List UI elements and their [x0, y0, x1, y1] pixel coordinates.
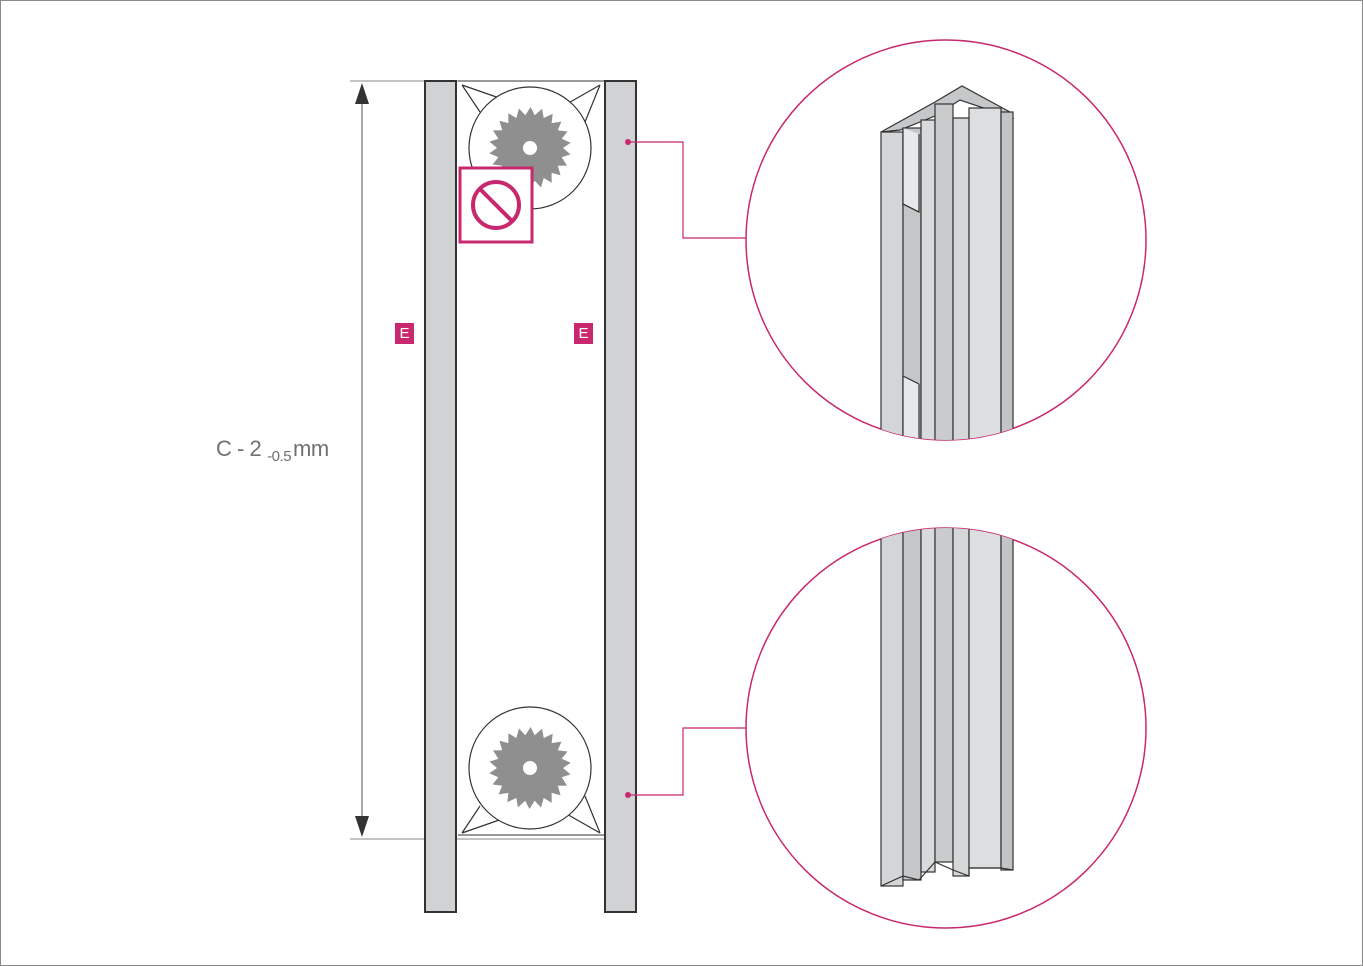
saw-blade-bottom-icon	[458, 706, 605, 836]
profile-top-detail	[745, 39, 1147, 441]
leader-bottom	[625, 727, 746, 798]
dimension-label: C - 2 -0.5mm	[216, 436, 329, 465]
saw-blade-arbor-hole	[523, 141, 537, 155]
dimension-main: C - 2	[216, 436, 262, 461]
edge-badge-left: E	[395, 323, 414, 344]
left-rail	[424, 80, 457, 913]
saw-blade-arbor-hole	[523, 761, 537, 775]
dimension-unit: mm	[293, 436, 329, 461]
edge-badge-right: E	[574, 323, 593, 344]
prohibited-icon	[458, 166, 534, 244]
right-rail	[604, 80, 637, 913]
dimension-tolerance: -0.5	[267, 448, 292, 465]
leader-top	[625, 139, 746, 239]
profile-bottom-detail	[745, 527, 1147, 929]
